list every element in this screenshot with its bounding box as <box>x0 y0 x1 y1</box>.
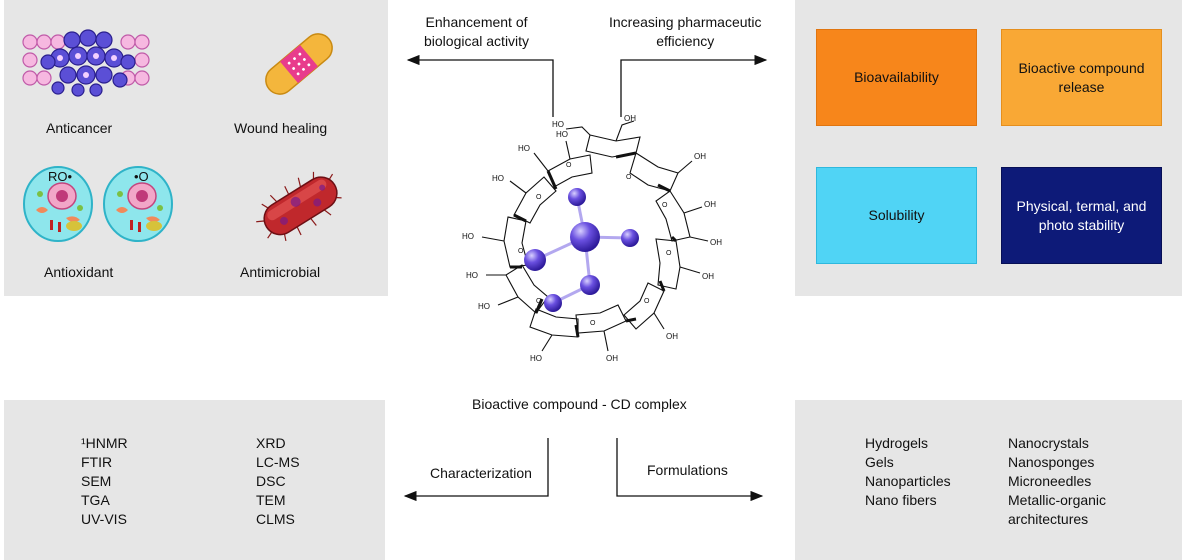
biological-activity-header: Enhancement of biological activity <box>424 14 530 49</box>
svg-text:O: O <box>662 202 668 209</box>
svg-text:OH: OH <box>624 114 636 123</box>
svg-text:O: O <box>566 162 572 169</box>
list-item: LC-MS <box>256 454 300 470</box>
radical-o-label: •O <box>134 169 149 184</box>
cell-2-icon <box>103 166 173 242</box>
svg-text:HO: HO <box>492 174 504 183</box>
stability-box: Physical, termal, and photo stability <box>1001 167 1162 264</box>
svg-text:HO: HO <box>518 144 530 153</box>
anticancer-label: Anticancer <box>46 120 113 136</box>
svg-text:O: O <box>590 320 596 327</box>
svg-text:OH: OH <box>702 272 714 281</box>
list-item: TEM <box>256 492 286 508</box>
list-item: ¹HNMR <box>81 435 128 451</box>
list-item: XRD <box>256 435 286 451</box>
svg-text:HO: HO <box>530 354 542 363</box>
antimicrobial-label: Antimicrobial <box>240 264 321 280</box>
list-item: Nanocrystals <box>1008 435 1089 451</box>
svg-text:O: O <box>536 298 542 305</box>
complex-caption: Bioactive compound - CD complex <box>472 396 687 412</box>
pharmaceutic-efficiency-header: Increasing pharmaceutic efficiency <box>609 14 762 49</box>
svg-text:OH: OH <box>666 332 678 341</box>
svg-text:HO: HO <box>462 232 474 241</box>
arrow-to-biological <box>406 54 554 117</box>
list-item: architectures <box>1008 511 1089 527</box>
list-item: SEM <box>81 473 112 489</box>
svg-text:HO: HO <box>552 120 564 129</box>
list-item: Gels <box>865 454 894 470</box>
svg-text:O: O <box>518 248 524 255</box>
list-item: Nanoparticles <box>865 473 951 489</box>
arrow-to-characterization <box>403 438 549 502</box>
formulations-panel <box>795 400 1182 560</box>
svg-text:OH: OH <box>704 200 716 209</box>
svg-text:O: O <box>644 298 650 305</box>
cancer-cells-icon <box>22 29 150 97</box>
list-item: UV-VIS <box>81 511 127 527</box>
svg-text:OH: OH <box>710 238 722 247</box>
arrow-to-efficiency <box>620 54 768 117</box>
list-item: Hydrogels <box>865 435 929 451</box>
formulations-label: Formulations <box>647 462 728 478</box>
antioxidant-label: Antioxidant <box>44 264 114 280</box>
svg-text:OH: OH <box>606 354 618 363</box>
svg-text:HO: HO <box>466 271 478 280</box>
compound-release-box: Bioactive compound release <box>1001 29 1162 126</box>
list-item: Metallic-organic <box>1008 492 1107 508</box>
svg-text:OH: OH <box>694 152 706 161</box>
cell-1-icon <box>23 166 93 242</box>
list-item: FTIR <box>81 454 113 470</box>
characterization-label: Characterization <box>430 465 532 481</box>
bandage-icon <box>265 33 333 95</box>
svg-text:HO: HO <box>478 302 490 311</box>
svg-text:O: O <box>666 250 672 257</box>
solubility-box: Solubility <box>816 167 977 264</box>
wound-healing-label: Wound healing <box>234 120 328 136</box>
formulations-list-2: Nanocrystals Nanosponges Microneedles Me… <box>1008 434 1106 529</box>
svg-text:HO: HO <box>556 130 568 139</box>
characterization-list-2: XRD LC-MS DSC TEM CLMS <box>256 434 300 529</box>
list-item: Nanosponges <box>1008 454 1095 470</box>
list-item: DSC <box>256 473 286 489</box>
bioavailability-box: Bioavailability <box>816 29 977 126</box>
list-item: CLMS <box>256 511 295 527</box>
characterization-list-1: ¹HNMR FTIR SEM TGA UV-VIS <box>81 434 128 529</box>
svg-text:O: O <box>626 174 632 181</box>
radical-ro-label: RO• <box>48 169 73 184</box>
characterization-panel <box>4 400 385 560</box>
list-item: Microneedles <box>1008 473 1092 489</box>
arrow-to-formulations <box>616 438 764 502</box>
svg-text:O: O <box>536 194 542 201</box>
formulations-list-1: Hydrogels Gels Nanoparticles Nano fibers <box>865 434 951 510</box>
bacterium-icon <box>256 171 342 242</box>
list-item: TGA <box>81 492 110 508</box>
list-item: Nano fibers <box>865 492 937 508</box>
